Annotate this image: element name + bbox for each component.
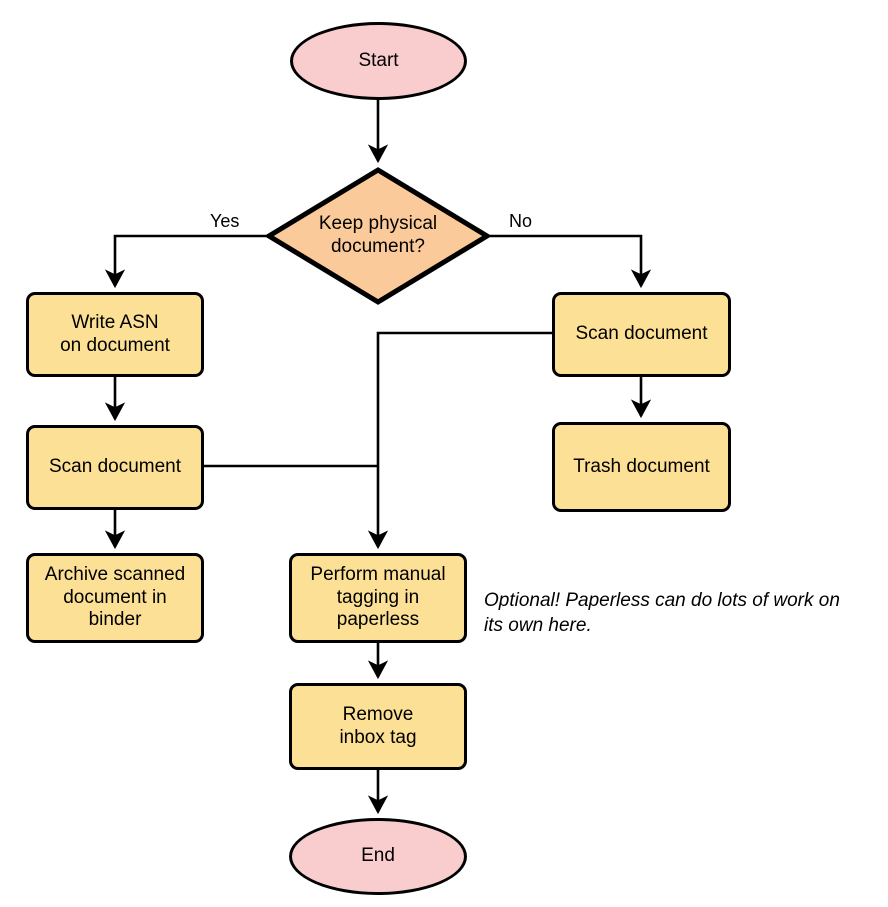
node-remove-inbox-tag-label: Remove inbox tag — [339, 704, 416, 750]
diamond-shape-icon — [266, 167, 490, 305]
node-scan-document-left[interactable]: Scan document — [26, 425, 204, 510]
node-keep-physical-document-label: Keep physical document? — [266, 213, 490, 259]
edge-label-yes: Yes — [210, 211, 240, 231]
node-remove-inbox-tag[interactable]: Remove inbox tag — [289, 683, 467, 770]
node-keep-physical-document-line1: Keep physical — [318, 213, 438, 235]
node-remove-inbox-tag-line2: inbox tag — [339, 726, 417, 748]
node-archive-line3: binder — [88, 609, 142, 631]
edge-scan-document-right-to-manual-tagging — [367, 331, 552, 550]
node-end[interactable]: End — [289, 818, 467, 895]
annotation-optional-note-line1: Optional! Paperless can do lots of work … — [484, 590, 840, 611]
node-remove-inbox-tag-line1: Remove — [342, 703, 414, 725]
node-perform-manual-tagging-line1: Perform manual — [310, 563, 446, 585]
node-write-asn-on-document[interactable]: Write ASN on document — [26, 292, 204, 377]
node-scan-document-right-label: Scan document — [575, 323, 708, 345]
node-start-label: Start — [358, 49, 399, 71]
edge-decision-no-to-scan-document-right — [490, 234, 652, 289]
node-trash-document[interactable]: Trash document — [552, 422, 731, 512]
node-keep-physical-document-line2: document? — [330, 236, 425, 257]
node-perform-manual-tagging-line3: paperless — [336, 609, 420, 631]
annotation-optional-note-line2: its own here. — [484, 614, 592, 636]
node-archive-scanned-document-in-binder[interactable]: Archive scanned document in binder — [26, 553, 204, 643]
edge-decision-yes-to-write-asn — [104, 234, 266, 289]
node-start[interactable]: Start — [290, 22, 467, 100]
node-scan-document-right[interactable]: Scan document — [552, 292, 731, 377]
node-trash-document-label: Trash document — [573, 455, 710, 477]
node-archive-line1: Archive scanned — [44, 563, 186, 585]
node-write-asn-on-document-line1: Write ASN — [71, 311, 159, 333]
node-scan-document-left-label: Scan document — [48, 456, 182, 478]
node-write-asn-on-document-line2: on document — [60, 334, 170, 356]
node-archive-scanned-document-in-binder-label: Archive scanned document in binder — [45, 564, 185, 632]
node-end-label: End — [361, 845, 395, 867]
annotation-optional-note: Optional! Paperless can do lots of work … — [484, 589, 840, 638]
node-perform-manual-tagging-line2: tagging in — [336, 586, 420, 608]
node-archive-line2: document in — [63, 586, 167, 608]
node-keep-physical-document[interactable]: Keep physical document? — [266, 167, 490, 305]
edge-label-no: No — [509, 211, 533, 231]
node-perform-manual-tagging-in-paperless[interactable]: Perform manual tagging in paperless — [289, 553, 467, 643]
node-perform-manual-tagging-label: Perform manual tagging in paperless — [310, 564, 445, 632]
node-write-asn-on-document-label: Write ASN on document — [60, 312, 170, 358]
